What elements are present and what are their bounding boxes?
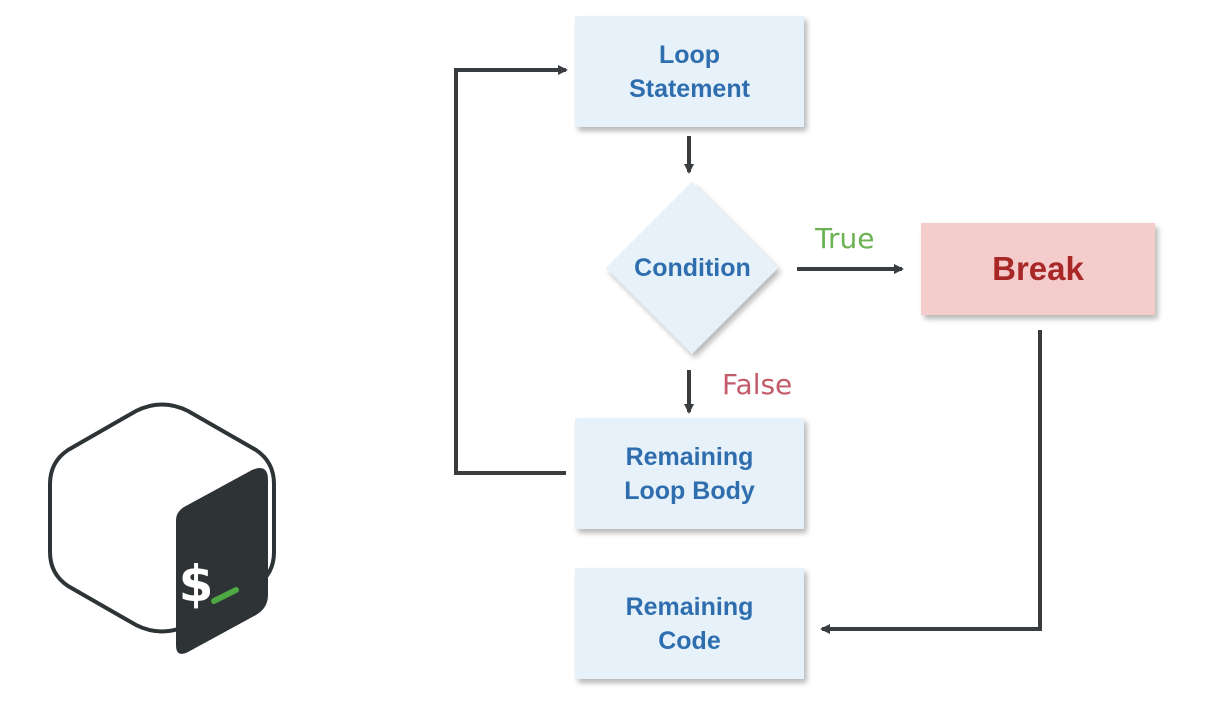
bash-logo-icon: $ <box>48 402 276 654</box>
remaining-loop-body-node: Remaining Loop Body <box>575 418 804 529</box>
arrow-break-to-remaining-code <box>820 330 1042 634</box>
break-label: Break <box>992 250 1084 287</box>
remaining-loop-body-line1: Remaining <box>625 442 754 471</box>
arrow-loop-body-back-to-loop <box>454 65 568 475</box>
loop-statement-line1: Loop <box>658 40 721 69</box>
bash-dollar-glyph: $ <box>179 555 214 613</box>
remaining-loop-body-line2: Loop Body <box>624 476 755 505</box>
remaining-code-node: Remaining Code <box>575 568 804 679</box>
break-node: Break <box>921 223 1155 315</box>
bash-cursor-glyph <box>211 587 239 604</box>
remaining-code-line2: Code <box>658 626 721 655</box>
loop-statement-line2: Statement <box>629 74 750 103</box>
loop-statement-node: Loop Statement <box>575 16 804 127</box>
true-edge-label: True <box>815 222 875 255</box>
condition-label: Condition <box>634 254 751 282</box>
condition-diamond <box>606 182 778 354</box>
remaining-code-line1: Remaining <box>625 592 754 621</box>
false-edge-label: False <box>722 368 793 401</box>
